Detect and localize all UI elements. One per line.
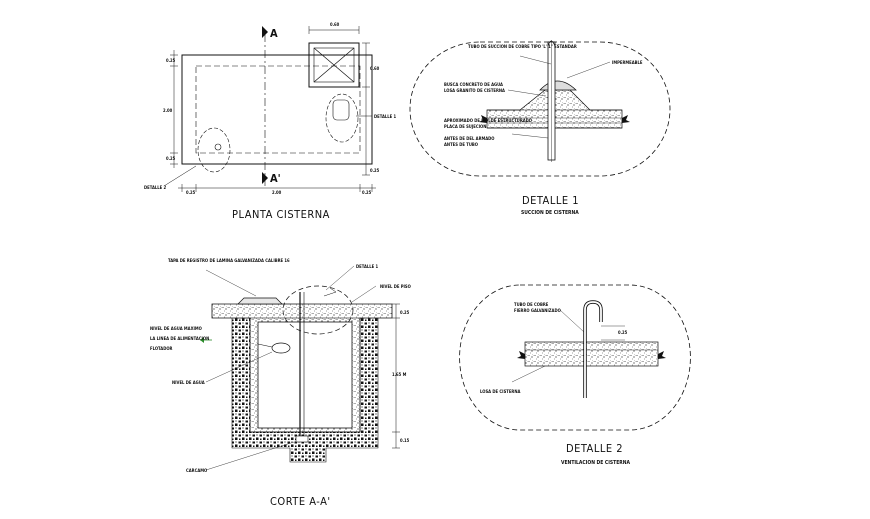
d1-note-left-5: ANTES DE DEL ARMADO [444, 136, 495, 141]
d2-note-top-1: TUBO DE COBRE [514, 302, 549, 307]
section-note-left-2: LA LINEA DE ALIMENTACION [150, 336, 209, 341]
section-dim-bottom: 0.15 [400, 438, 410, 443]
dim-top-box: 0.60 [330, 22, 340, 27]
plan-outer-wall [181, 54, 373, 165]
section-dim-height: 1.65 M [392, 372, 407, 377]
section-note-left-1: NIVEL DE AGUA MAXIMO [150, 326, 203, 331]
section-view: TAPA DE REGISTRO DE LAMINA GALVANIZADA C… [150, 258, 412, 508]
detail1-view: TUBO DE SUCCION DE COBRE TIPO 'L' 1" EST… [409, 40, 671, 216]
section-dim-top: 0.25 [400, 310, 410, 315]
detail2-view: TUBO DE COBRE FIERRO GALVANIZADO 0.25 LO… [459, 284, 691, 466]
d1-note-right: IMPERMEABLE [612, 60, 643, 65]
detail2-subtitle: VENTILACION DE CISTERNA [561, 460, 630, 466]
plan-detail1-circle [325, 93, 359, 143]
d1-note-left-3: APROXIMADO DE MOLDE ESTRUCTURADO [444, 118, 533, 123]
d1-note-left-1: BUSCA CONCRETO DE AGUA [444, 82, 503, 87]
plan-title: PLANTA CISTERNA [232, 208, 330, 221]
plan-inner-wall [195, 65, 361, 154]
section-mark-top: A [270, 27, 278, 40]
plan-dimensions [170, 26, 376, 192]
section-note-tapa: TAPA DE REGISTRO DE LAMINA GALVANIZADA C… [168, 258, 290, 263]
section-note-left-3: FLOTADOR [150, 346, 173, 351]
d1-note-left-6: ANTES DE TUBO [444, 142, 479, 147]
section-mark-bottom: A' [270, 172, 281, 185]
dim-right-box: 0.60 [370, 66, 380, 71]
detail2-title: DETALLE 2 [566, 442, 623, 455]
plan-manhole [308, 42, 360, 88]
d1-note-top: TUBO DE SUCCION DE COBRE TIPO 'L' 1" EST… [468, 44, 577, 49]
dim-bottom-left: 0.25 [186, 190, 196, 195]
section-title: CORTE A-A' [270, 495, 331, 508]
callout-detail1: DETALLE 1 [374, 114, 397, 119]
detail2-boundary [459, 284, 691, 431]
section-note-level: NIVEL DE AGUA [172, 380, 205, 385]
float-ball [271, 342, 291, 354]
dim-right-mid: 0.25 [370, 168, 380, 173]
d1-note-left-4: PLACA DE SUJECION [444, 124, 486, 129]
d2-note-right: 0.25 [618, 330, 628, 335]
detail1-boundary [409, 41, 671, 177]
dim-bottom-right: 0.25 [362, 190, 372, 195]
section-note-bottom: CARCAMO [186, 468, 208, 473]
callout-detail2: DETALLE 2 [144, 185, 167, 190]
d2-note-top-2: FIERRO GALVANIZADO [514, 308, 562, 313]
dim-left-top: 0.25 [166, 58, 176, 63]
detail1-title: DETALLE 1 [522, 194, 579, 207]
section-detail1-circle [282, 285, 354, 335]
plan-view: A A' 0.60 0.25 2.0 [144, 22, 397, 221]
dim-left-mid: 2.00 [163, 108, 173, 113]
section-note-detalle: DETALLE 1 [356, 264, 379, 269]
dim-bottom-total: 2.00 [272, 190, 282, 195]
d2-note-left: LOSA DE CISTERNA [480, 389, 520, 394]
detail1-subtitle: SUCCION DE CISTERNA [521, 210, 579, 216]
section-note-right-top: NIVEL DE PISO [380, 284, 412, 289]
d1-note-left-2: LOSA GRANITO DE CISTERNA [444, 88, 505, 93]
dim-left-bottom: 0.25 [166, 156, 176, 161]
plan-detail2-circle [197, 127, 231, 173]
cistern-interior [257, 321, 353, 429]
